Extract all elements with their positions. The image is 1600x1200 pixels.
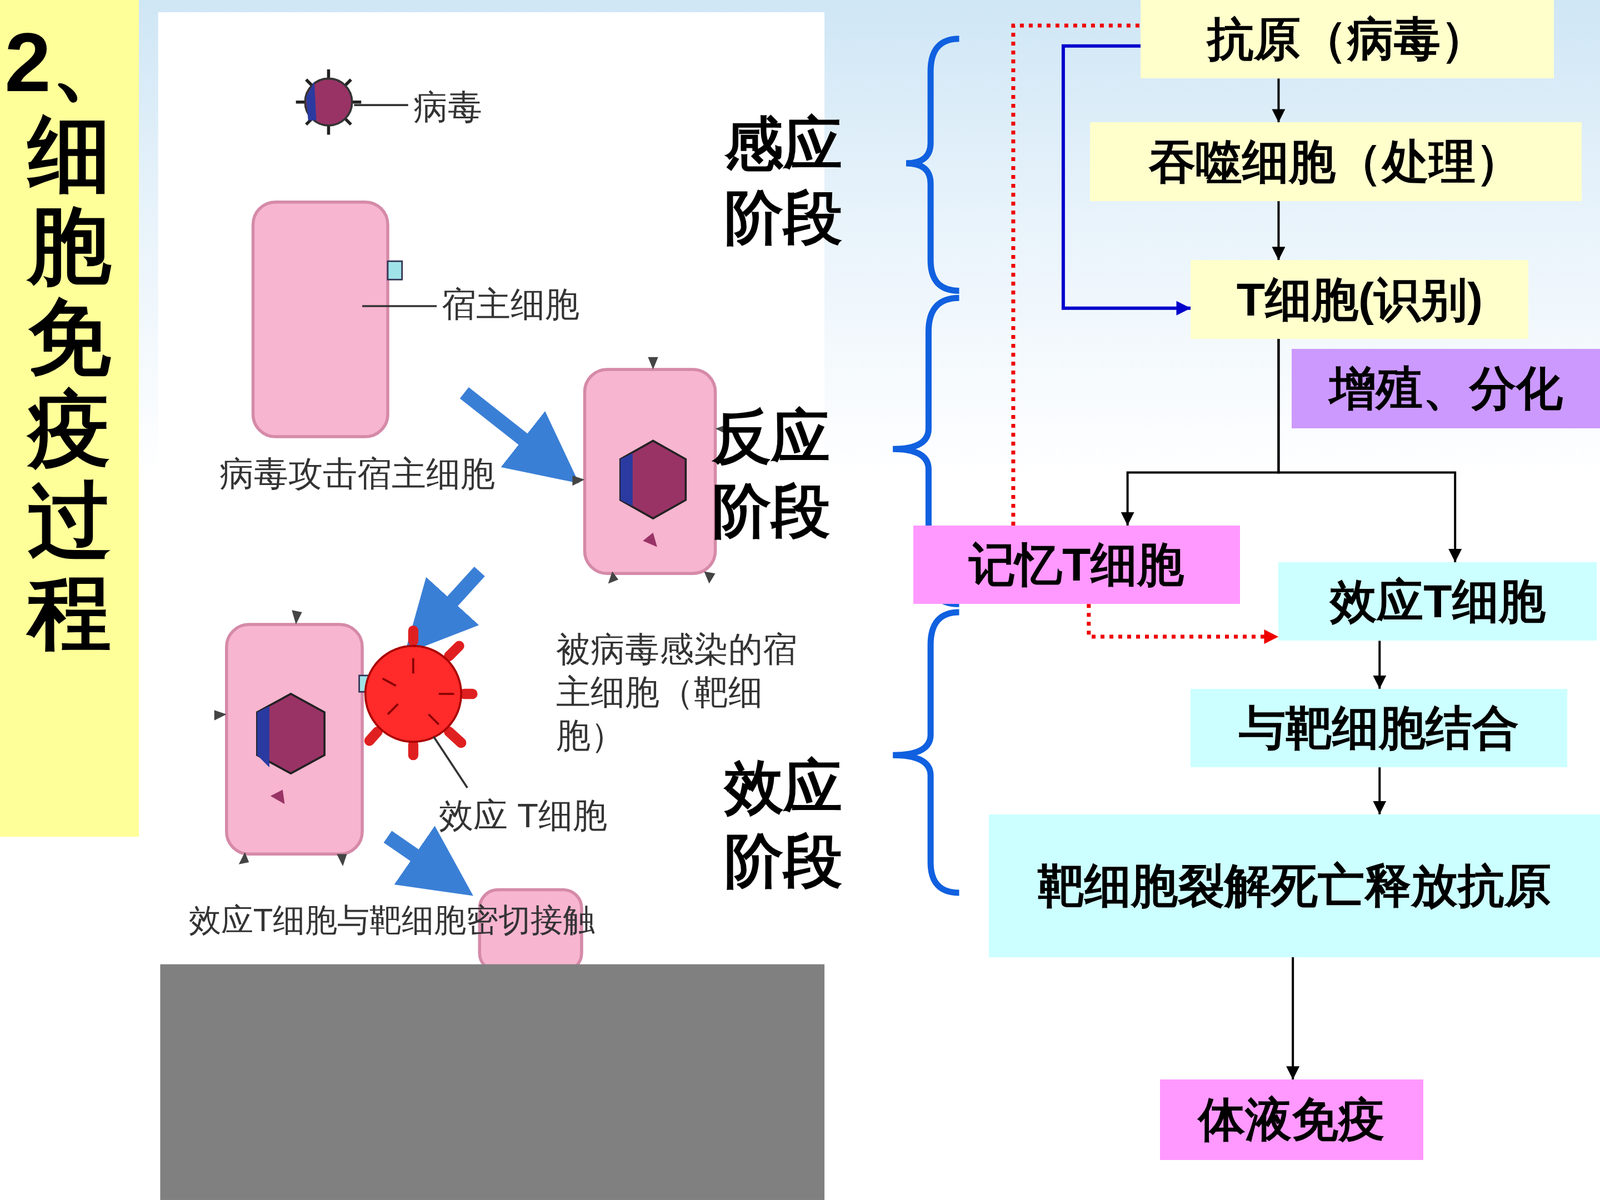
process-box: 与靶细胞结合 — [1190, 688, 1568, 768]
connector — [1127, 338, 1279, 526]
connector — [1088, 603, 1279, 637]
host-cell — [253, 202, 438, 437]
virus — [296, 69, 409, 135]
caption-label: 被病毒感染的宿主细胞（靶细胞） — [556, 627, 812, 758]
effector-t-cell — [365, 630, 473, 788]
stage-brace — [892, 38, 959, 893]
process-arrow — [464, 392, 552, 462]
cover-block — [160, 964, 825, 1200]
process-box: 抗原（病毒） — [1140, 0, 1554, 79]
connector — [1013, 25, 1142, 526]
connector — [1277, 201, 1280, 261]
box-text: 与靶细胞结合 — [1238, 700, 1519, 757]
caption-label: 效应T细胞与靶细胞密切接触 — [188, 900, 595, 941]
process-box: 记忆T细胞 — [913, 525, 1240, 604]
box-text: T细胞(识别) — [1236, 271, 1483, 328]
box-text: 增殖、分化 — [1329, 360, 1563, 417]
box-text: 吞噬细胞（处理） — [1148, 133, 1523, 190]
target-cell — [214, 610, 372, 867]
infected-cell — [572, 357, 728, 584]
process-box: 靶细胞裂解死亡释放抗原 — [988, 814, 1600, 958]
part-label: 宿主细胞 — [441, 282, 580, 327]
stage-label: 反应阶段 — [712, 400, 839, 548]
box-text: 记忆T细胞 — [968, 536, 1184, 593]
connector — [1378, 767, 1381, 815]
process-box: 吞噬细胞（处理） — [1090, 122, 1582, 201]
leader-line — [353, 103, 408, 107]
stage-label: 感应阶段 — [724, 107, 852, 255]
leader-line — [362, 305, 437, 308]
box-text: 效应T细胞 — [1330, 573, 1545, 630]
box-text: 靶细胞裂解死亡释放抗原 — [1037, 857, 1552, 914]
caption-label: 病毒攻击宿主细胞 — [219, 452, 495, 496]
process-box: T细胞(识别) — [1190, 260, 1529, 339]
part-label: 病毒 — [413, 85, 483, 129]
process-box: 增殖、分化 — [1291, 348, 1600, 429]
process-box: 效应T细胞 — [1278, 562, 1597, 641]
box-text: 抗原（病毒） — [1207, 11, 1488, 68]
title-band: 2、细胞免疫过程 — [0, 0, 139, 837]
stage-label: 效应阶段 — [724, 750, 852, 898]
connector — [1378, 640, 1381, 689]
process-box: 体液免疫 — [1160, 1079, 1424, 1160]
leader-line — [433, 736, 468, 788]
process-arrow — [428, 571, 480, 628]
part-label: 效应 T细胞 — [438, 793, 608, 838]
connector — [1291, 957, 1294, 1080]
process-arrow — [387, 836, 444, 876]
box-text: 体液免疫 — [1198, 1091, 1385, 1148]
connector — [1277, 78, 1280, 123]
title: 2、细胞免疫过程 — [2, 16, 137, 659]
